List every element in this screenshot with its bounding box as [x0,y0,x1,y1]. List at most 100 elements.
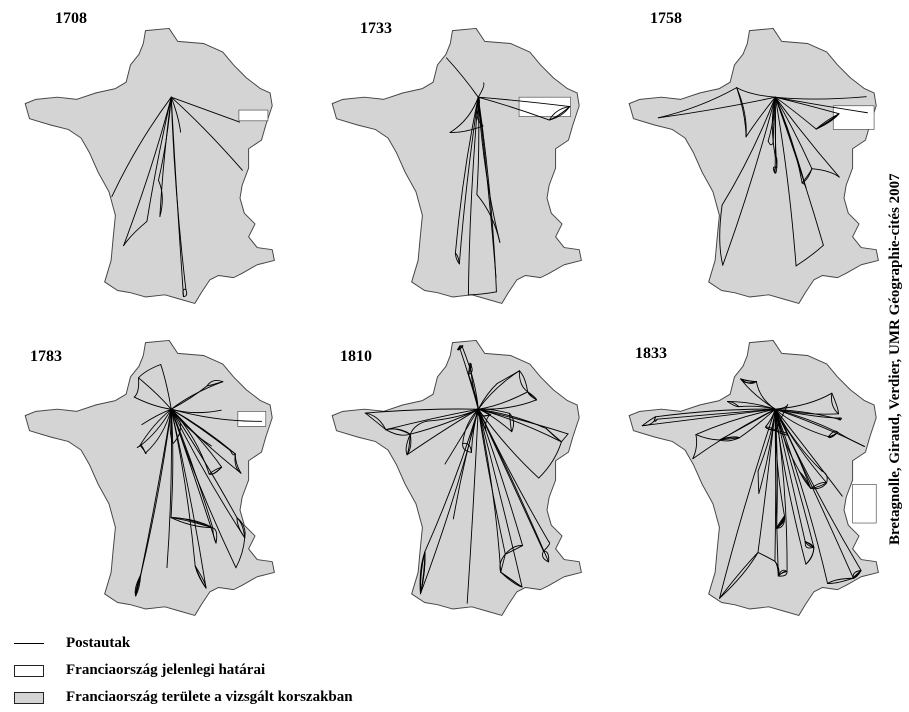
post-road-1833-37 [774,408,823,472]
post-road-1833-109 [838,417,842,421]
post-road-1810-21 [469,362,479,410]
post-road-1733-22 [548,106,571,121]
post-road-1783-40 [206,380,224,387]
post-road-1810-8 [477,408,524,547]
post-road-1810-64 [476,413,491,417]
post-road-1833-96 [827,430,839,438]
post-road-1810-33 [477,408,550,563]
post-road-1783-18 [144,408,172,454]
post-road-1810-80 [458,346,463,349]
post-road-1833-110 [654,416,658,422]
post-road-1810-75 [496,370,520,384]
post-road-1733-1 [477,96,571,107]
post-road-1810-23 [424,408,479,552]
post-road-1708-5 [146,96,172,222]
post-road-1758-5 [774,96,797,267]
post-road-1833-38 [656,408,776,420]
post-road-1833-61 [831,392,839,415]
post-road-1758-14 [774,96,817,130]
post-road-1758-8 [774,96,867,100]
post-road-1758-35 [774,166,778,174]
post-road-1810-1 [444,408,479,465]
post-road-1833-105 [827,431,839,438]
post-road-1783-29 [170,408,236,455]
post-road-1833-27 [692,408,776,460]
map-panel-1758 [612,22,902,312]
post-road-1833-41 [774,408,779,577]
post-road-1810-6 [406,408,479,456]
post-road-1783-43 [212,527,217,544]
map-1810 [331,339,582,616]
post-road-1833-75 [776,515,786,529]
source-credit: Bretagnolle, Giraud, Verdier, UMR Géogra… [887,173,903,545]
post-roads-1783 [133,364,263,597]
post-road-1708-11 [123,220,148,247]
post-road-1833-82 [775,430,789,436]
post-road-1783-62 [235,537,246,569]
post-road-1833-102 [718,436,741,441]
post-road-1833-100 [718,437,741,442]
territory-1833 [628,339,879,616]
post-road-1758-33 [736,87,747,138]
border-area-1758-0 [832,105,875,130]
post-road-1833-31 [774,408,843,497]
post-road-1783-14 [170,408,246,539]
post-roads-1733 [446,57,571,296]
post-road-1708-2 [170,96,241,123]
post-road-1833-56 [821,470,828,484]
territory-1810 [331,339,582,616]
post-road-1833-36 [719,408,776,599]
post-road-1810-37 [509,412,515,433]
post-road-1758-4 [774,96,803,184]
legend-label-borders: Franciaország jelenlegi határai [66,662,266,678]
post-road-1783-35 [170,517,214,529]
post-road-1783-36 [136,445,141,449]
post-road-1833-81 [777,571,788,577]
post-road-1733-12 [477,82,485,98]
post-road-1810-34 [461,346,479,410]
post-road-1783-22 [160,364,172,410]
post-road-1833-35 [757,408,776,472]
post-road-1833-79 [775,404,789,432]
post-road-1833-93 [641,416,656,427]
post-road-1783-4 [170,408,214,529]
post-road-1810-0 [477,391,529,410]
post-road-1708-4 [158,96,172,181]
post-road-1833-89 [810,482,828,489]
post-road-1833-18 [755,381,776,410]
post-road-1833-92 [727,400,740,408]
post-road-1833-68 [692,434,698,460]
post-road-1758-28 [657,87,738,119]
post-road-1783-37 [133,377,140,398]
post-road-1810-24 [452,408,479,520]
map-1783 [24,339,275,616]
post-road-1810-73 [504,545,524,555]
post-road-1833-95 [777,569,788,577]
post-road-1783-57 [139,445,147,455]
post-road-1810-59 [385,428,411,435]
post-road-1810-84 [468,362,472,375]
post-road-1783-63 [236,517,246,539]
post-road-1783-21 [138,377,172,410]
post-road-1833-15 [774,392,833,410]
post-road-1708-8 [170,96,182,133]
post-road-1833-40 [738,405,776,410]
post-road-1833-45 [810,482,828,490]
post-roads-1708 [111,96,243,297]
post-road-1783-33 [172,420,181,445]
post-road-1733-11 [449,96,479,133]
post-road-1758-37 [815,113,840,130]
post-road-1810-67 [500,553,506,573]
post-road-1758-16 [774,96,868,114]
map-panel-1833 [612,334,902,624]
map-panel-1733 [315,22,605,312]
post-road-1708-3 [123,96,172,247]
legend-item-territory: Franciaország területe a vizsgált korsza… [14,684,353,711]
map-1833 [628,339,879,616]
post-road-1708-10 [182,288,187,297]
post-road-1733-20 [449,125,484,133]
post-road-1758-1 [722,96,776,266]
post-roads-1833 [641,378,865,599]
post-road-1810-61 [364,412,387,431]
post-road-1833-47 [810,481,828,489]
